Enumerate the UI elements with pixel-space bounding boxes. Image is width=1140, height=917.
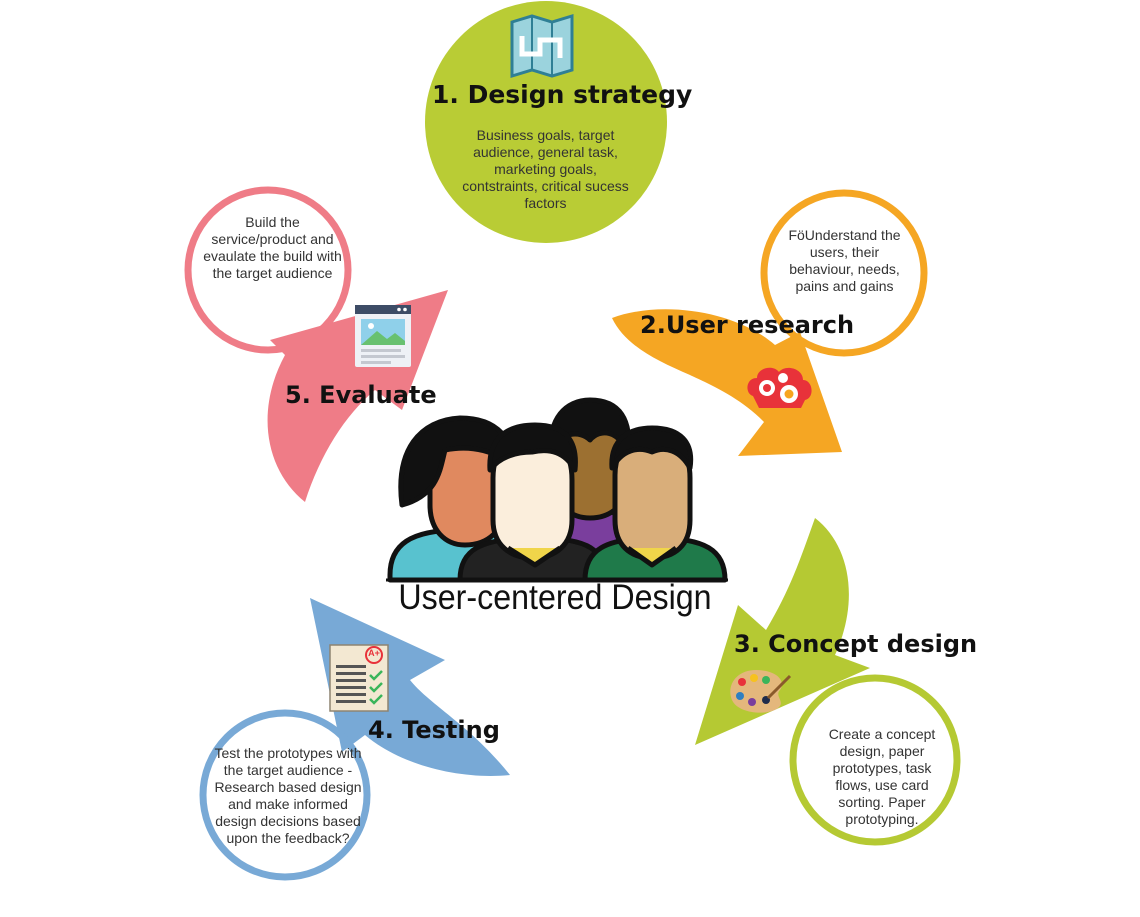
palette-icon	[730, 670, 792, 713]
concept-design-ring	[789, 674, 961, 846]
testing-arrow	[310, 598, 510, 776]
graded-test-icon	[329, 644, 389, 712]
user-research-arrow	[612, 309, 842, 456]
evaluate-description: Build the service/product and evaulate t…	[203, 214, 342, 281]
center-label: User-centered Design	[398, 578, 712, 617]
testing-description: Test the prototypes with the target audi…	[214, 745, 362, 846]
browser-window-icon	[355, 305, 411, 367]
people-group-icon	[387, 397, 728, 583]
design-strategy-title: 1. Design strategy	[432, 80, 693, 109]
design-strategy-circle	[425, 1, 667, 243]
evaluate-title: 5. Evaluate	[285, 381, 437, 409]
design-strategy-description: Business goals, target audience, general…	[462, 127, 629, 211]
testing-ring	[199, 709, 371, 881]
grade-mark: A+	[368, 648, 380, 658]
user-research-title: 2.User research	[640, 311, 855, 339]
map-icon	[510, 13, 574, 79]
user-research-description: FöUnderstand the users, their behaviour,…	[788, 227, 901, 294]
testing-title: 4. Testing	[368, 716, 500, 744]
concept-design-title: 3. Concept design	[734, 630, 978, 658]
gears-icon	[747, 367, 812, 408]
concept-design-description: Create a concept design, paper prototype…	[828, 726, 936, 827]
user-research-ring	[760, 189, 928, 357]
evaluate-ring	[184, 186, 352, 354]
